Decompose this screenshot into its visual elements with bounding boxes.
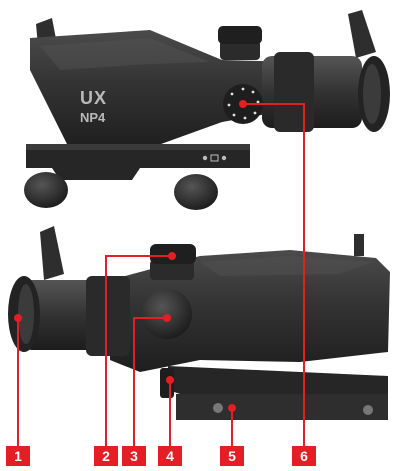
- top-turret-cap: [218, 26, 262, 44]
- tube-ring-bottom: [86, 276, 130, 356]
- brightness-dial-ticks: [227, 87, 260, 120]
- rail-mount-bottom-lip: [176, 394, 388, 420]
- sight-post-right: [354, 234, 364, 256]
- scope-body-bottom: [110, 250, 390, 372]
- callout-badge-5: 5: [220, 446, 244, 466]
- callout-line-2: [105, 255, 172, 446]
- mount-screw-top-1: [24, 172, 68, 208]
- indicator-dot: [221, 155, 227, 161]
- callout-number: 3: [130, 448, 138, 464]
- indicator-dot: [202, 155, 208, 161]
- mount-bolt: [213, 403, 223, 413]
- tube-ring: [274, 52, 314, 132]
- elevation-turret-base: [150, 260, 194, 280]
- rail-mount-lip: [26, 144, 250, 150]
- eyepiece-bottom-rim: [18, 284, 34, 344]
- scope-body-ridge: [40, 38, 210, 70]
- mount-bolt: [363, 405, 373, 415]
- callout-number: 2: [102, 448, 110, 464]
- callout-number: 1: [14, 448, 22, 464]
- scope-top-view: UX NP4: [24, 10, 390, 210]
- callout-badge-3: 3: [122, 446, 146, 466]
- callout-badge-1: 1: [6, 446, 30, 466]
- callout-line-6: [243, 103, 305, 446]
- callout-badge-4: 4: [158, 446, 182, 466]
- flip-cap-left: [40, 226, 64, 280]
- scope-body-bottom-ridge: [200, 256, 372, 276]
- callout-number: 6: [300, 448, 308, 464]
- callout-badge-6: 6: [292, 446, 316, 466]
- scope-model-label: NP4: [80, 110, 106, 125]
- mount-screw-top-2: [174, 174, 218, 210]
- callout-number: 5: [228, 448, 236, 464]
- battery-icon: [210, 154, 219, 162]
- scope-bottom-view: [8, 226, 390, 420]
- scope-logo: UX: [80, 88, 107, 108]
- eyepiece-rim: [363, 64, 381, 124]
- callout-line-3: [133, 317, 167, 446]
- callout-number: 4: [166, 448, 174, 464]
- rear-sight-post: [348, 10, 376, 58]
- callout-badge-2: 2: [94, 446, 118, 466]
- top-turret-base: [220, 40, 260, 60]
- callout-lines: [14, 100, 305, 446]
- rail-mount-top: [26, 146, 250, 180]
